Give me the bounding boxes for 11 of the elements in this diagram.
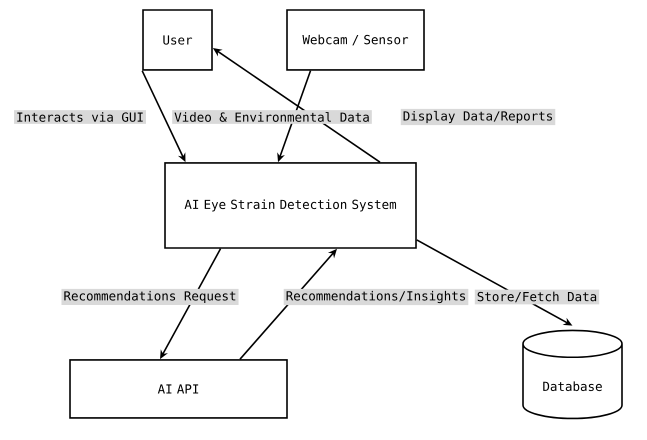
process-box: AI API (69, 359, 288, 419)
process-box: AI Eye Strain Detection System (164, 162, 417, 249)
edge-label: Display Data/Reports (400, 108, 556, 126)
database-cylinder: Database (522, 330, 623, 420)
edge-label: Recommendations/Insights (284, 288, 468, 306)
process-box: User (142, 9, 213, 71)
edge-label: Video & Environmental Data (172, 110, 372, 124)
edge-label: Interacts via GUI (14, 110, 146, 124)
edge-label: Recommendations Request (61, 288, 239, 306)
process-box: Webcam / Sensor (286, 9, 425, 71)
edge-label: Store/Fetch Data (474, 290, 600, 304)
